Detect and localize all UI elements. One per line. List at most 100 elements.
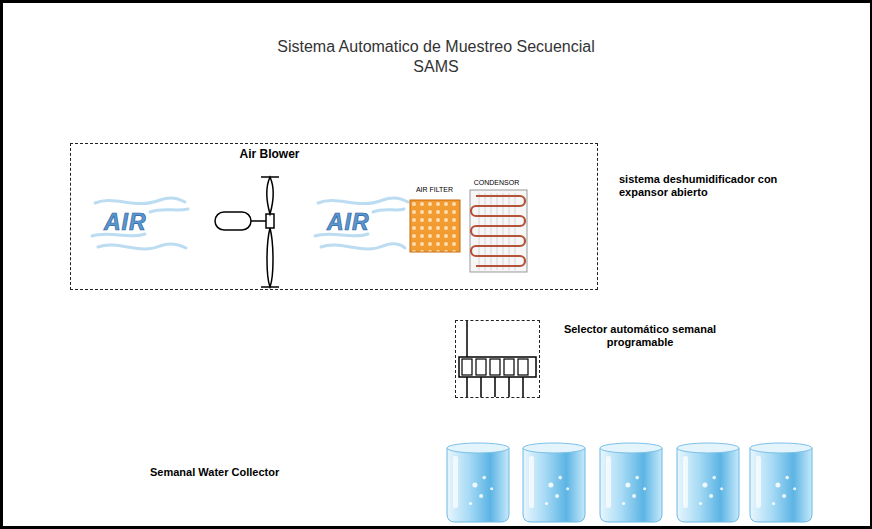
air-filter-label: AIR FILTER (405, 186, 465, 194)
selector-valve (504, 359, 514, 375)
water-jug (677, 443, 739, 522)
water-bubble (635, 476, 639, 480)
air-blower: Air Blower (215, 147, 325, 289)
dehumidifier-system-box: sistema deshumidificador con expansor ab… (70, 143, 598, 290)
water-collector (748, 440, 814, 526)
condenser-fin (503, 193, 504, 270)
selector-valve (476, 359, 486, 375)
label-holder: AIR (327, 209, 370, 236)
selector-valve (518, 359, 528, 375)
blower-shaft (251, 220, 266, 222)
diagram-title: Sistema Automatico de Muestreo Secuencia… (269, 37, 604, 77)
selector-outlet-wire (522, 377, 524, 397)
condenser-fin (515, 193, 516, 270)
blower-blade-tip (261, 286, 279, 288)
jug-shine (683, 456, 688, 508)
jug-rim (750, 443, 812, 453)
selector-inlet-wire (466, 321, 468, 357)
jug-body (523, 448, 585, 522)
water-bubble (545, 502, 548, 505)
selector-valve (490, 359, 500, 375)
air-wave (373, 209, 404, 212)
condenser-tube (471, 196, 525, 266)
air-filter-mesh (410, 200, 460, 252)
water-bubble (712, 476, 716, 480)
selector-outlet-wire (508, 377, 510, 397)
condenser-coil (471, 193, 525, 270)
air-label: AIR (104, 209, 147, 236)
water-bubble (632, 494, 636, 498)
water-bubble (720, 487, 723, 490)
selector-outlet-wire (466, 377, 468, 397)
condenser-fin (497, 193, 498, 270)
water-bubble (793, 487, 796, 490)
water-bubble (643, 487, 646, 490)
water-bubble (622, 502, 625, 505)
water-jug (750, 443, 812, 522)
water-jug (600, 443, 662, 522)
condenser-label: CONDENSOR (462, 179, 532, 187)
water-bubble (548, 483, 553, 488)
air-wave (95, 198, 185, 204)
jug-shine (606, 456, 611, 508)
water-bubble (785, 476, 789, 480)
selector-wires (467, 321, 523, 397)
jug-rim (600, 443, 662, 453)
selector-slots (462, 359, 528, 375)
water-collector (675, 440, 741, 526)
selector-device (459, 357, 536, 377)
condenser-fin (509, 193, 510, 270)
water-bubble (709, 494, 713, 498)
title-holder: Sistema Automatico de Muestreo Secuencia… (0, 37, 872, 77)
weekly-selector-box-label: Selector automático semanal programable (554, 323, 726, 349)
jug-shine (453, 456, 458, 508)
water-bubble (490, 487, 493, 490)
water-bubble (479, 494, 483, 498)
air-wave (321, 244, 405, 249)
water-jug (523, 443, 585, 522)
jug-shine (529, 456, 534, 508)
jug-body (447, 448, 509, 522)
blower-blade-tip (261, 176, 279, 178)
condenser: CONDENSOR (462, 176, 532, 274)
air-filter-body (410, 200, 460, 252)
jug-body (677, 448, 739, 522)
condenser-fin (491, 193, 492, 270)
condenser-fin (479, 193, 480, 270)
water-jug (447, 443, 509, 522)
dehumidifier-system-box-label: sistema deshumidificador con expansor ab… (619, 173, 824, 199)
water-bubble (558, 476, 562, 480)
water-bubble (482, 476, 486, 480)
water-collector (445, 440, 511, 526)
water-bubble (702, 483, 707, 488)
water-bubble (772, 502, 775, 505)
air-flow-waves (92, 198, 408, 249)
blower-motor (215, 212, 251, 230)
collector-label: Semanal Water Collector (150, 466, 279, 478)
air-wave (150, 209, 188, 212)
water-bubble (469, 502, 472, 505)
air-label: AIR (327, 209, 370, 236)
water-bubble (472, 483, 477, 488)
water-bubble (782, 494, 786, 498)
selector-outlet-wire (480, 377, 482, 397)
air-wave (318, 198, 408, 204)
label-holder: AIR (104, 209, 147, 236)
water-bubble (699, 502, 702, 505)
selector-outlet-wire (494, 377, 496, 397)
water-bubble (566, 487, 569, 490)
label-holder: Semanal Water Collector (150, 466, 279, 478)
water-collector (598, 440, 664, 526)
air-filter: AIR FILTER (405, 184, 465, 254)
air-wave (98, 244, 186, 249)
blower-blade (267, 177, 273, 214)
jug-body (750, 448, 812, 522)
water-bubble (775, 483, 780, 488)
weekly-selector-box: Selector automático semanal programable (455, 320, 540, 398)
selector-body (459, 357, 536, 377)
blower-blade (267, 228, 273, 287)
jug-rim (447, 443, 509, 453)
